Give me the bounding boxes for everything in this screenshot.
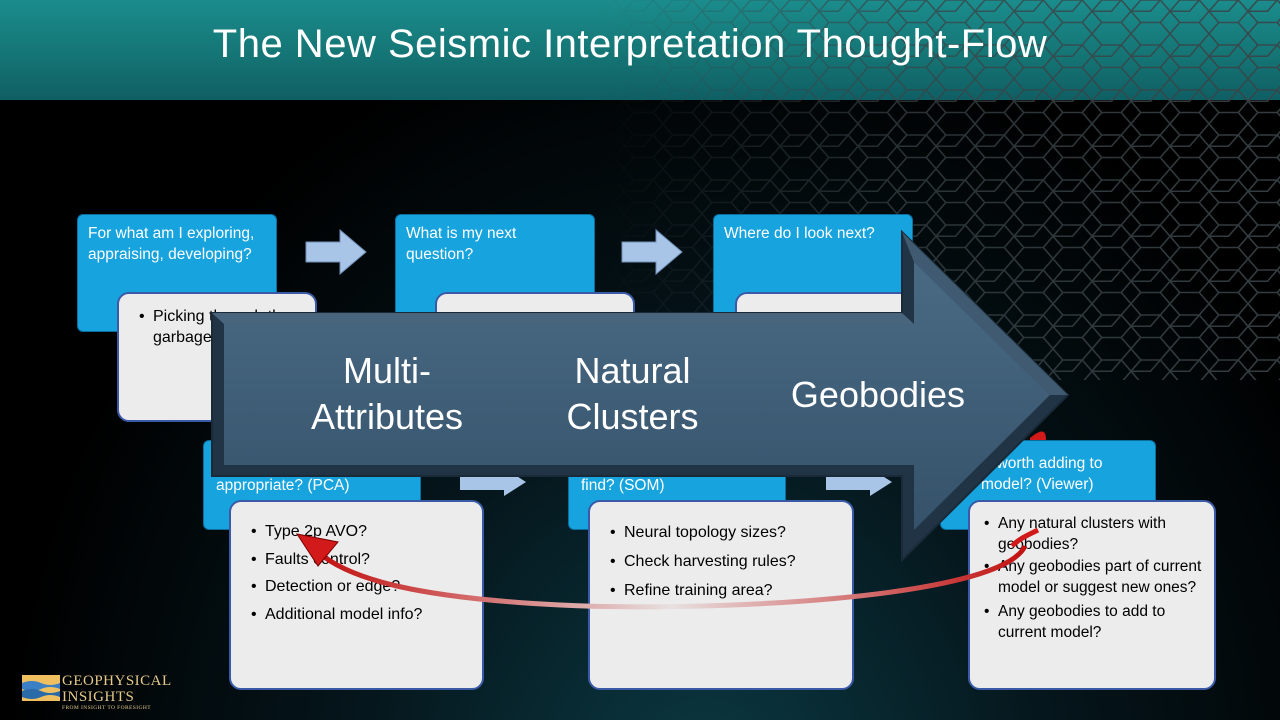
stage3-text: Geobodies	[790, 374, 966, 415]
note-item: Any geobodies part of current model or s…	[984, 557, 1204, 598]
stage2-text: Natural Clusters	[566, 350, 699, 437]
note-box-6: Any natural clusters with geobodies? Any…	[968, 500, 1216, 690]
flow-arrow-2	[621, 228, 683, 276]
note-box-4: Type 2p AVO? Faults control? Detection o…	[229, 500, 484, 690]
geophysical-insights-logo-icon	[22, 675, 60, 701]
stage-label-natural-clusters: Natural Clusters	[540, 348, 725, 440]
slide-title: The New Seismic Interpretation Thought-F…	[212, 22, 1048, 66]
note-item: Type 2p AVO?	[251, 518, 474, 546]
question-text-3: Where do I look next?	[724, 225, 875, 242]
question-text-2: What is my next question?	[406, 225, 517, 263]
question-text-4: appropriate? (PCA)	[216, 477, 350, 494]
note-list-5: Neural topology sizes? Check harvesting …	[590, 518, 844, 605]
note-box-5: Neural topology sizes? Check harvesting …	[588, 500, 854, 690]
note-item: Any geobodies to add to current model?	[984, 602, 1204, 643]
stage-label-multi-attributes: Multi- Attributes	[282, 348, 492, 440]
stage-label-geobodies: Geobodies	[768, 372, 988, 418]
note-item: Refine training area?	[610, 576, 844, 605]
question-text-5: find? (SOM)	[581, 477, 665, 494]
question-text-6: is worth adding to model? (Viewer)	[981, 455, 1103, 493]
note-item: Detection or edge?	[251, 573, 474, 601]
question-text-1: For what am I exploring, appraising, dev…	[88, 225, 255, 263]
logo-tagline: FROM INSIGHT TO FORESIGHT	[62, 705, 151, 711]
logo-name-line2: INSIGHTS	[62, 689, 135, 705]
note-item: Check harvesting rules?	[610, 547, 844, 576]
note-item: Additional model info?	[251, 601, 474, 629]
logo-wordmark: GEOPHYSICAL INSIGHTS FROM INSIGHT TO FOR…	[62, 673, 172, 712]
logo-name-line1: GEOPHYSICAL	[62, 673, 172, 689]
flow-arrow-1	[305, 228, 367, 276]
note-list-4: Type 2p AVO? Faults control? Detection o…	[231, 518, 474, 628]
note-item: Neural topology sizes?	[610, 518, 844, 547]
stage1-text: Multi- Attributes	[310, 350, 464, 437]
